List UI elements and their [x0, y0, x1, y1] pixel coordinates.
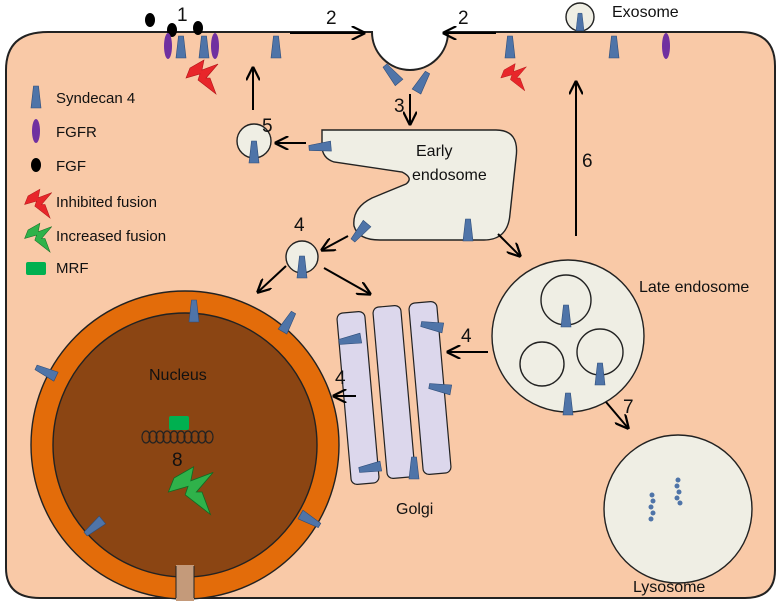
early-endosome [321, 129, 518, 241]
fgf-icon [31, 158, 41, 172]
step-5: 5 [262, 116, 273, 137]
legend-label: Inhibited fusion [56, 194, 157, 211]
step-6: 6 [582, 151, 593, 172]
fgf-ligand [145, 13, 203, 37]
legend-label: Increased fusion [56, 228, 166, 245]
early-endosome-label-2: endosome [412, 167, 487, 184]
step-4-vesicle: 4 [294, 215, 305, 236]
nucleus [30, 290, 340, 601]
late-endosome-label: Late endosome [639, 279, 749, 296]
legend-label: FGFR [56, 124, 97, 141]
step-3: 3 [394, 96, 405, 117]
step-4-nucleus: 4 [335, 368, 346, 389]
legend-label: Syndecan 4 [56, 90, 135, 107]
step-4-golgi: 4 [461, 326, 472, 347]
late-endosome [491, 259, 645, 416]
fgfr-receptor [164, 33, 670, 59]
exosome [565, 2, 595, 32]
nucleus-label: Nucleus [149, 367, 207, 384]
golgi-label: Golgi [396, 501, 433, 518]
mrf-icon [169, 416, 189, 430]
nuclear-pore [176, 565, 194, 601]
step-2-left: 2 [326, 8, 337, 29]
chromatin [141, 430, 214, 444]
exosome-label: Exosome [612, 4, 679, 21]
legend-label: FGF [56, 158, 86, 175]
fgfr-icon [32, 119, 40, 143]
early-endosome-label: Early [416, 143, 452, 160]
mrf-icon [26, 262, 46, 275]
step-2-right: 2 [458, 8, 469, 29]
recycling-vesicle [236, 123, 272, 164]
legend-label: MRF [56, 260, 89, 277]
step-1: 1 [177, 5, 188, 26]
transport-vesicle [285, 240, 319, 279]
lysosome [603, 434, 753, 584]
legend: Syndecan 4 FGFR FGF Inhibited fusion Inc… [24, 85, 166, 277]
golgi-apparatus [336, 301, 453, 485]
lysosome-label: Lysosome [633, 579, 705, 596]
step-7: 7 [623, 397, 634, 418]
step-8: 8 [172, 450, 183, 471]
pathway-arrows [253, 33, 628, 428]
